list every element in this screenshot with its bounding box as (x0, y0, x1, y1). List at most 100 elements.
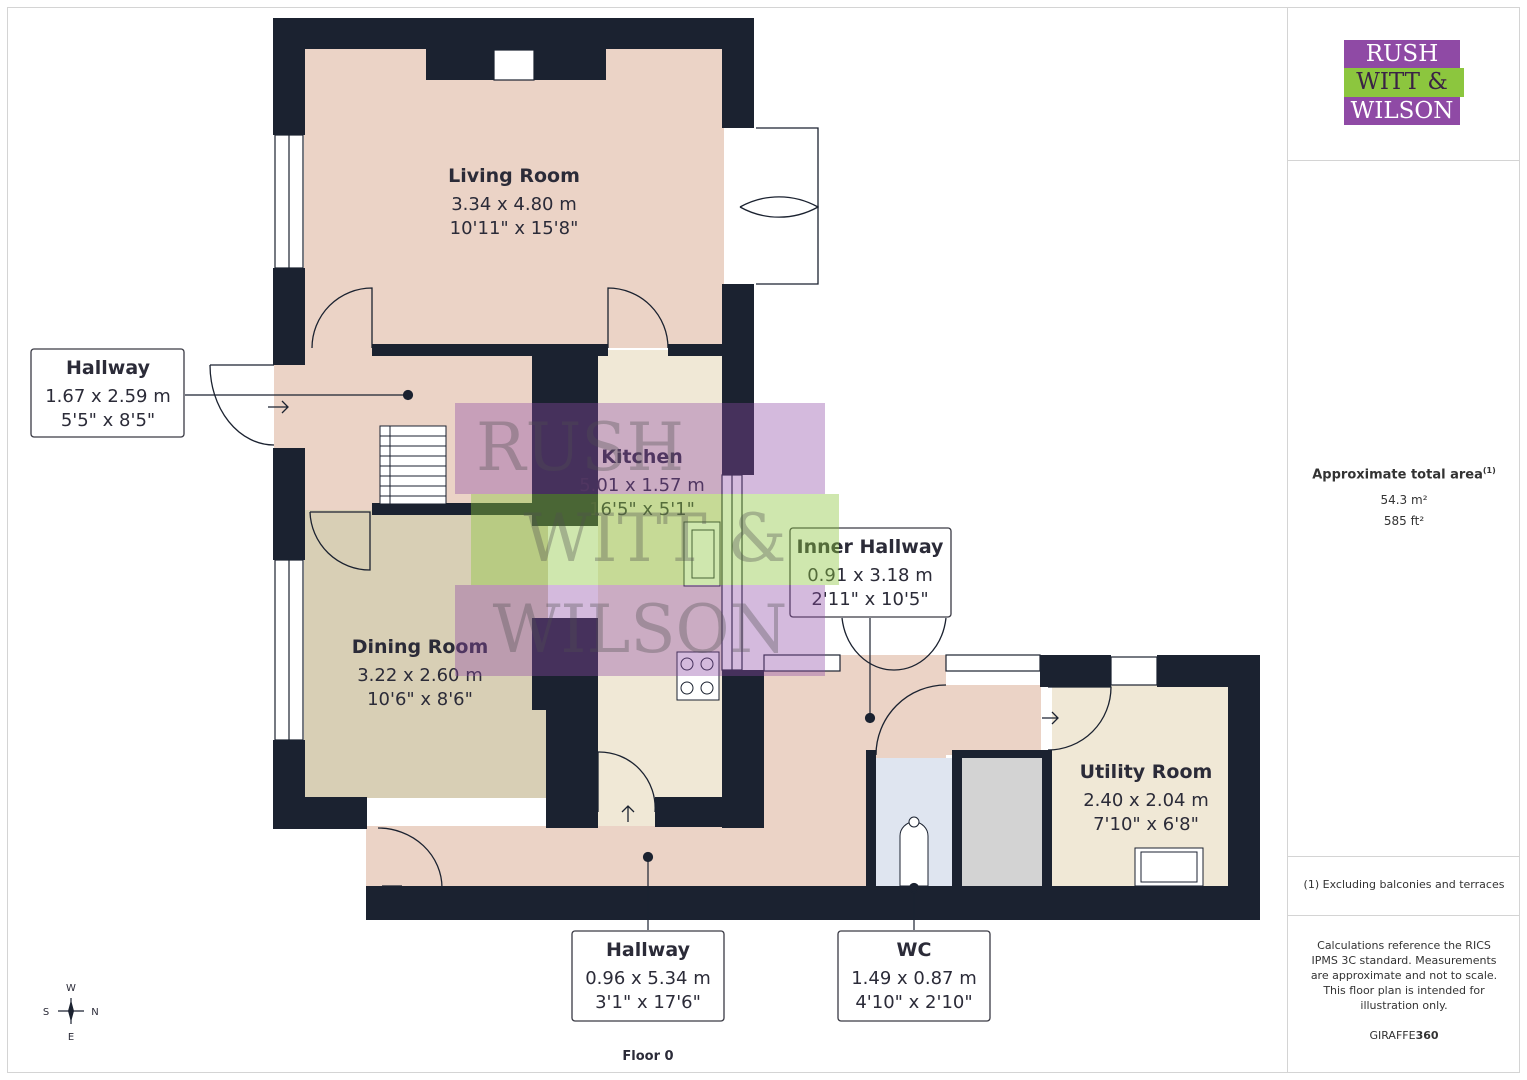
wall (1042, 750, 1052, 890)
window (945, 654, 1041, 672)
area-m2: 54.3 m² (1380, 493, 1428, 507)
hallway-left-name: Hallway (66, 357, 151, 379)
wall (1040, 655, 1111, 687)
logo-line3: WILSON (1350, 98, 1454, 124)
fixtures (676, 521, 1204, 887)
wall (952, 750, 1042, 758)
wc-metric: 1.49 x 0.87 m (851, 968, 977, 989)
sidebar-divider-3 (1288, 915, 1520, 916)
compass-e: E (68, 1032, 74, 1043)
entry-arrow (1042, 711, 1059, 725)
staircase (379, 425, 447, 505)
dining-room-name: Dining Room (352, 636, 489, 658)
kitchen-imperial: 16'5" x 5'1" (589, 499, 695, 520)
wall (273, 18, 754, 49)
logo-line1: RUSH (1365, 41, 1439, 67)
stairs (379, 425, 447, 505)
hallway-bottom-imperial: 3'1" x 17'6" (595, 992, 701, 1013)
wall (722, 284, 754, 475)
window (1110, 656, 1158, 686)
dining-room-floor (304, 510, 548, 798)
hallway-bottom-name: Hallway (606, 939, 691, 961)
inner-hallway-name: Inner Hallway (797, 536, 945, 558)
hallway-bottom-floor (366, 826, 866, 888)
floor-label: Floor 0 (622, 1049, 673, 1064)
utility-room-imperial: 7'10" x 6'8" (1093, 814, 1199, 835)
hallway-left-metric: 1.67 x 2.59 m (45, 386, 171, 407)
wall (655, 797, 764, 827)
living-room-name: Living Room (448, 165, 580, 187)
dining-room-metric: 3.22 x 2.60 m (357, 665, 483, 686)
window (493, 49, 535, 81)
area-title-text: Approximate total area (1312, 467, 1483, 483)
wall (722, 18, 754, 128)
door-swing (311, 287, 373, 349)
door-swing (841, 617, 947, 671)
doors (209, 127, 1112, 889)
living-room-imperial: 10'11" x 15'8" (450, 218, 579, 239)
wall (866, 750, 876, 890)
wall (668, 344, 724, 356)
hallway-left-callout (30, 348, 185, 438)
walls (273, 18, 1260, 920)
inner-hallway-imperial: 2'11" x 10'5" (811, 589, 928, 610)
wc-toilet (899, 821, 929, 887)
wall (273, 797, 367, 829)
footnote: (1) Excluding balconies and terraces (1303, 878, 1505, 891)
kitchen-name: Kitchen (601, 446, 683, 468)
cupboard-floor (962, 758, 1042, 888)
door-swing (739, 205, 819, 285)
inner-hallway-metric: 0.91 x 3.18 m (807, 565, 933, 586)
wall (273, 268, 305, 365)
door-swing (597, 751, 656, 813)
compass-w: W (66, 983, 76, 994)
door-swing (739, 127, 819, 209)
compass-s: S (43, 1007, 49, 1018)
door-swing (309, 511, 371, 571)
wall (546, 797, 598, 827)
credit-b: 360 (1415, 1029, 1439, 1042)
sidebar-divider-1 (1288, 160, 1520, 161)
door-swing (607, 287, 669, 349)
wall (952, 750, 962, 890)
wc-imperial: 4'10" x 2'10" (855, 992, 972, 1013)
entry-arrow (268, 400, 289, 414)
door-swing (1047, 686, 1112, 751)
wall (1228, 655, 1260, 920)
sidebar-divider (1287, 7, 1288, 1073)
wall (366, 886, 1260, 920)
area-title: Approximate total area(1) (1288, 466, 1520, 482)
callout-boxes (30, 348, 991, 1022)
hallway-left-imperial: 5'5" x 8'5" (61, 410, 155, 431)
wc-name: WC (897, 939, 932, 961)
door-swing (875, 684, 947, 756)
utility-room-metric: 2.40 x 2.04 m (1083, 790, 1209, 811)
utility-room-name: Utility Room (1080, 761, 1213, 783)
kitchen-floor (598, 350, 722, 826)
markers (268, 400, 1059, 887)
compass-icon: W E S N (43, 983, 99, 1043)
area-ft2: 585 ft² (1383, 514, 1425, 528)
hallway-bottom-callout (571, 930, 725, 1022)
watermark-line2: WITT & (523, 500, 787, 577)
credit: GIRAFFE360 (1288, 1029, 1520, 1042)
wall (372, 344, 608, 356)
wall (532, 356, 598, 526)
inner-hallway-callout (789, 527, 952, 618)
watermark-line3: WILSON (492, 591, 788, 668)
entry-arrow (621, 805, 635, 822)
hallway-bottom-metric: 0.96 x 5.34 m (585, 968, 711, 989)
page-frame (7, 7, 1520, 1073)
living-room-metric: 3.34 x 4.80 m (451, 194, 577, 215)
door-swing (377, 827, 443, 889)
windows (274, 49, 1158, 741)
compass-n: N (91, 1007, 98, 1018)
leader-lines (185, 389, 920, 930)
logo-line2: WITT & (1356, 69, 1448, 95)
wall (273, 18, 305, 135)
wc-callout (837, 930, 991, 1022)
wall (273, 448, 305, 560)
room-labels: Living Room 3.34 x 4.80 m 10'11" x 15'8"… (45, 165, 1212, 1064)
door-swing (209, 364, 275, 446)
